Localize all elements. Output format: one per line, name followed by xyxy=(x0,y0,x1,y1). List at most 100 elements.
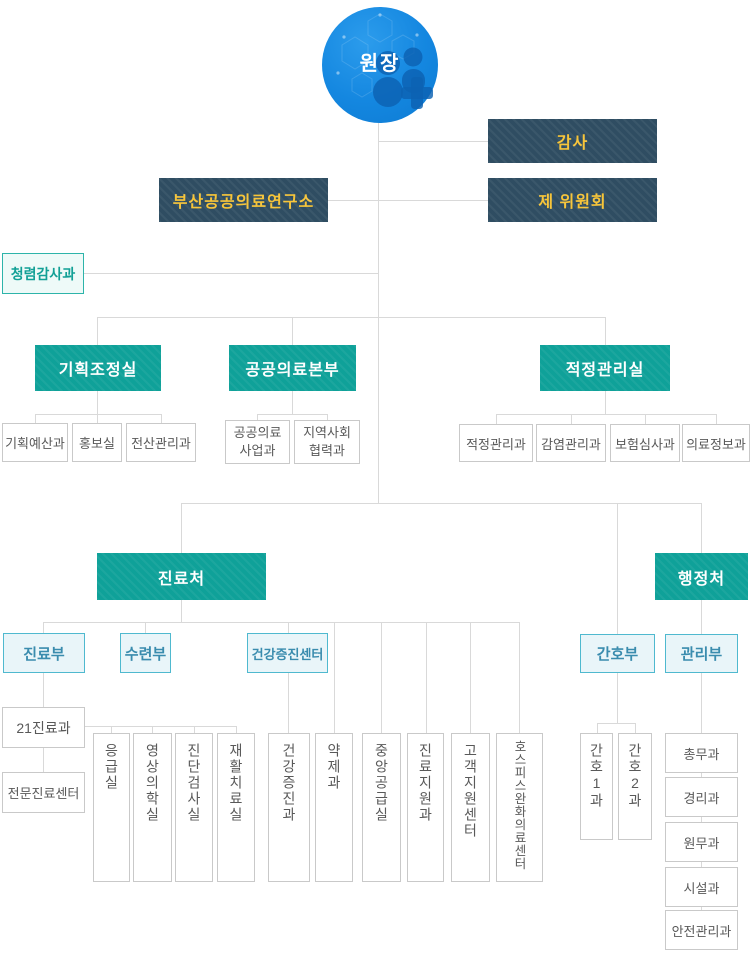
node-label: 수련부 xyxy=(124,645,167,663)
connector xyxy=(152,726,153,733)
connector xyxy=(35,414,161,415)
connector xyxy=(236,726,237,733)
connector xyxy=(701,773,702,778)
node-label: 전문진료센터 xyxy=(7,786,80,801)
connector xyxy=(328,200,488,201)
node-label: 간호부 xyxy=(596,646,639,663)
node-infection-control-dept: 감염관리과 xyxy=(536,424,606,462)
connector xyxy=(617,503,618,634)
node-label: 보험심사과 xyxy=(615,436,675,452)
connector xyxy=(97,391,98,414)
node-label: 의료정보과 xyxy=(686,436,746,452)
node-customer-support-center: 고객지원센터 xyxy=(451,733,490,882)
node-label: 진단검사실 xyxy=(186,743,202,823)
connector xyxy=(597,723,635,724)
node-label: 진료처 xyxy=(157,570,206,588)
connector xyxy=(292,391,293,414)
connector xyxy=(97,317,605,318)
node-quality-office: 적정관리실 xyxy=(540,345,670,391)
connector xyxy=(571,414,572,425)
connector xyxy=(292,317,293,345)
connector xyxy=(43,673,44,707)
connector xyxy=(145,622,146,633)
node-insurance-review-dept: 보험심사과 xyxy=(610,424,680,462)
connector xyxy=(716,414,717,425)
node-label: 고객지원센터 xyxy=(462,743,479,839)
node-label: 감사 xyxy=(556,135,589,152)
connector xyxy=(470,622,471,733)
node-label: 홍보실 xyxy=(79,436,115,451)
connector xyxy=(43,622,44,633)
connector xyxy=(496,414,716,415)
connector xyxy=(181,600,182,623)
node-audit: 감사 xyxy=(488,119,657,163)
node-label: 건강증진과 xyxy=(281,743,297,823)
node-training-dept: 수련부 xyxy=(120,633,171,673)
node-diagnostic-lab: 진단검사실 xyxy=(175,733,213,882)
node-label: 공공의료본부 xyxy=(245,362,340,379)
node-label: 행정처 xyxy=(677,570,726,588)
node-label: 응급실 xyxy=(103,743,120,791)
node-label: 적정관리실 xyxy=(565,362,645,379)
node-nursing-dept-1: 간호1과 xyxy=(580,733,613,840)
node-label: 적정관리과 xyxy=(466,436,526,452)
node-accounting-dept: 경리과 xyxy=(665,777,738,817)
node-management-dept: 관리부 xyxy=(665,634,738,673)
director-label: 원장 xyxy=(359,53,401,75)
connector xyxy=(181,503,182,553)
node-rehabilitation-room: 재활치료실 xyxy=(217,733,255,882)
node-facilities-dept: 시설과 xyxy=(665,867,738,907)
connector xyxy=(257,414,327,415)
connector xyxy=(161,414,162,424)
node-admissions-dept: 원무과 xyxy=(665,822,738,862)
connector xyxy=(701,862,702,868)
node-label: 약제과 xyxy=(326,743,342,791)
node-label: 전산관리과 xyxy=(131,436,191,451)
node-medical-affairs-office: 진료처 xyxy=(97,553,266,600)
node-medical-support-dept: 진료지원과 xyxy=(407,733,444,882)
connector xyxy=(378,141,488,142)
connector xyxy=(97,317,98,345)
node-label: 청렴감사과 xyxy=(10,265,76,282)
node-nursing-dept: 간호부 xyxy=(580,634,655,673)
connector xyxy=(327,414,328,422)
connector xyxy=(701,817,702,823)
node-label: 기획조정실 xyxy=(58,362,138,379)
connector xyxy=(111,726,112,733)
connector xyxy=(334,622,335,733)
node-planning-budget-dept: 기획예산과 xyxy=(2,423,68,462)
node-general-affairs-dept: 총무과 xyxy=(665,733,738,773)
node-public-health-hq: 공공의료본부 xyxy=(229,345,356,391)
node-label: 진료지원과 xyxy=(417,743,434,823)
connector xyxy=(381,622,382,733)
node-label: 호스피스완화의료센터 xyxy=(512,740,526,870)
node-label: 공공의료 사업과 xyxy=(233,425,282,458)
node-integrity-audit-dept: 청렴감사과 xyxy=(2,253,84,294)
node-label: 감염관리과 xyxy=(541,436,601,452)
node-hospice-palliative-center: 호스피스완화의료센터 xyxy=(496,733,543,882)
node-health-promotion-dept: 건강증진과 xyxy=(268,733,310,882)
node-label: 영상의학실 xyxy=(144,743,161,823)
connector xyxy=(181,503,701,504)
node-research-institute: 부산공공의료연구소 xyxy=(159,178,328,222)
connector xyxy=(85,726,236,727)
node-medical-information-dept: 의료정보과 xyxy=(682,424,750,462)
node-radiology: 영상의학실 xyxy=(133,733,172,882)
node-quality-management-dept: 적정관리과 xyxy=(459,424,533,462)
node-label: 21진료과 xyxy=(16,719,71,736)
connector xyxy=(701,673,702,733)
connector xyxy=(426,622,427,733)
node-label: 안전관리과 xyxy=(671,923,732,939)
connector xyxy=(701,600,702,634)
node-label: 경리과 xyxy=(683,790,720,806)
node-it-management-dept: 전산관리과 xyxy=(126,423,196,462)
connector xyxy=(605,391,606,414)
connector xyxy=(43,622,519,623)
node-director: 원장 xyxy=(322,7,438,123)
connector xyxy=(645,414,646,425)
connector xyxy=(701,503,702,553)
node-health-promotion-center: 건강증진센터 xyxy=(247,633,328,673)
node-label: 총무과 xyxy=(683,746,720,762)
connector xyxy=(605,317,606,345)
